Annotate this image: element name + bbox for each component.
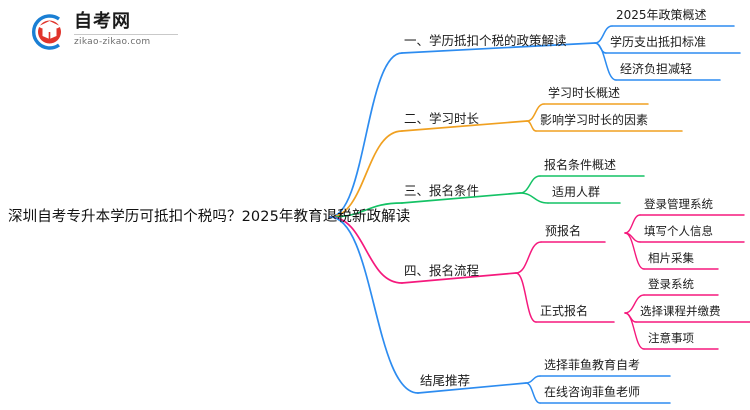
leaf-label-4-2-1[interactable]: 登录系统 (648, 277, 694, 291)
leaf-label-4-2-3[interactable]: 注意事项 (648, 331, 694, 345)
branch-label-5[interactable]: 结尾推荐 (420, 373, 471, 388)
branch-label-2[interactable]: 二、学习时长 (404, 111, 480, 126)
leaf-label-1-2[interactable]: 学历支出抵扣标准 (610, 35, 707, 49)
leaf-label-1-1[interactable]: 2025年政策概述 (616, 8, 707, 22)
leaf-label-3-1[interactable]: 报名条件概述 (544, 158, 617, 172)
leaf-label-4-1-2[interactable]: 填写个人信息 (644, 224, 713, 238)
logo-domain: zikao-zikao.com (74, 37, 151, 47)
site-logo[interactable]: 自考网 zikao-zikao.com (28, 10, 208, 54)
leaf-label-4-2-2[interactable]: 选择课程并缴费 (640, 304, 721, 318)
leaf-label-3-2[interactable]: 适用人群 (552, 185, 601, 199)
leaf-label-2-1[interactable]: 学习时长概述 (548, 86, 621, 100)
leaf-label-5-2[interactable]: 在线咨询菲鱼老师 (544, 385, 641, 399)
leaf-label-2-2[interactable]: 影响学习时长的因素 (540, 113, 649, 127)
leaf-label-4-2[interactable]: 正式报名 (540, 304, 589, 318)
logo-name: 自考网 (74, 11, 131, 32)
leaf-label-5-1[interactable]: 选择菲鱼教育自考 (544, 358, 641, 372)
branch-label-1[interactable]: 一、学历抵扣个税的政策解读 (404, 33, 567, 48)
branch-label-3[interactable]: 三、报名条件 (404, 183, 480, 198)
branch-label-4[interactable]: 四、报名流程 (404, 263, 480, 278)
leaf-label-4-1-1[interactable]: 登录管理系统 (644, 197, 713, 211)
leaf-label-4-1-3[interactable]: 相片采集 (648, 251, 694, 265)
graduation-cap-icon (31, 14, 61, 50)
mindmap-root-label: 深圳自考专升本学历可抵扣个税吗？2025年教育退税新政解读 (8, 209, 411, 225)
leaf-label-4-1[interactable]: 预报名 (545, 224, 582, 238)
logo-divider (74, 34, 178, 35)
leaf-label-1-3[interactable]: 经济负担减轻 (620, 62, 693, 76)
